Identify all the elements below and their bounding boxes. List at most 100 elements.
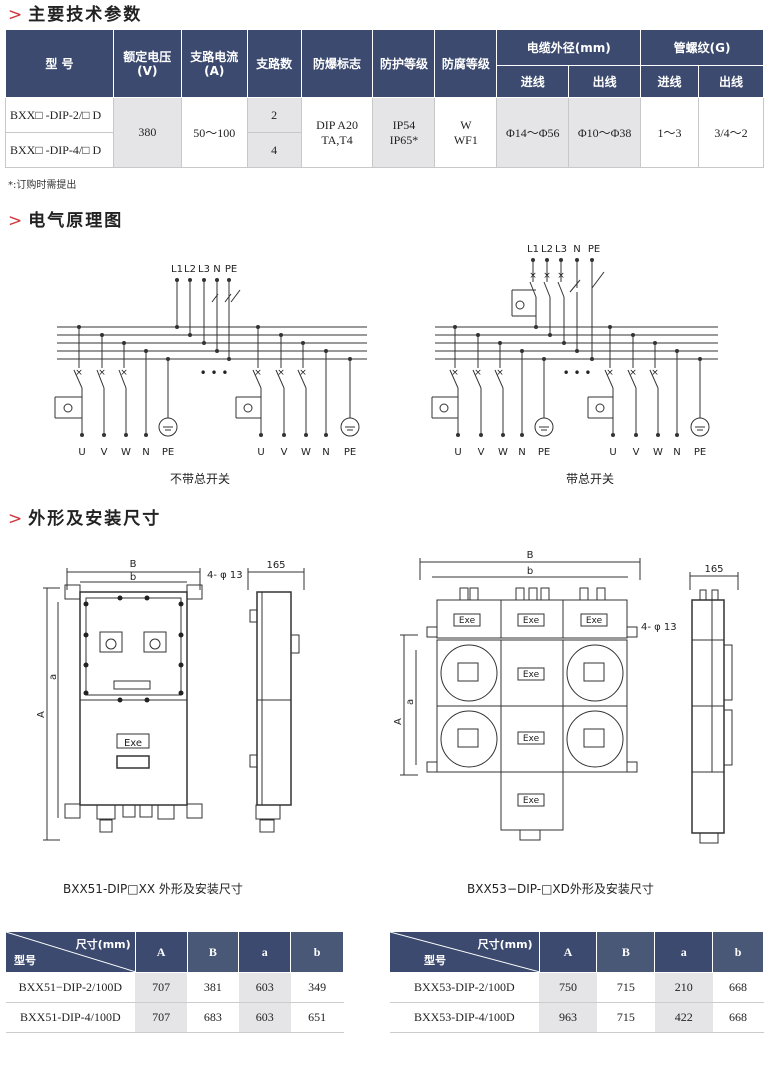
exe-label: Exe: [586, 616, 603, 626]
header-explosion-mark: 防爆标志: [300, 29, 374, 98]
value-cell: 668: [712, 972, 764, 1003]
table-row: BXX51-DIP-4/100D 707 683 603 651: [5, 1002, 344, 1033]
depth-label-left: 165: [266, 560, 285, 571]
chevron-right-icon: >: [8, 509, 25, 529]
mount-holes-label: 4- φ 13: [641, 622, 677, 633]
col-A: A: [538, 931, 598, 973]
header-protection: 防护等级: [372, 29, 436, 98]
header-current: 支路电流(A): [180, 29, 248, 98]
value-cell: 603: [238, 1002, 291, 1033]
branches-cell: 2: [246, 97, 302, 133]
value-cell: 683: [187, 1002, 239, 1033]
terminal-label: PE: [162, 447, 174, 458]
terminal-label: N: [322, 447, 329, 458]
col-B: B: [596, 931, 656, 973]
spec-table: 型 号 额定电压(V) 支路电流(A) 支路数 防爆标志 防护等级 防腐等级 电…: [5, 29, 764, 168]
terminal-label: PE: [694, 447, 706, 458]
dim-label-B: B: [527, 550, 534, 561]
svg-text:×: ×: [451, 368, 459, 378]
bus-label: L2: [541, 244, 553, 255]
exe-label: Exe: [124, 738, 142, 749]
svg-text:×: ×: [496, 368, 504, 378]
dimension-table-bxx51: 尺寸(mm) 型号 A B a b BXX51−DIP-2/100D 707 3…: [5, 931, 344, 1033]
bxx51-front-view: [43, 568, 203, 841]
value-cell: 707: [135, 972, 187, 1003]
terminal-label: W: [498, 447, 508, 458]
svg-text:×: ×: [543, 271, 551, 281]
section-title-schematic: >电气原理图: [8, 211, 124, 231]
svg-text:×: ×: [98, 368, 106, 378]
thread-in-cell: 1～3: [640, 97, 700, 168]
model-cell: BXX53-DIP-4/100D: [389, 1002, 540, 1033]
terminal-label: U: [609, 447, 616, 458]
model-cell: BXX51−DIP-2/100D: [5, 972, 136, 1003]
mount-holes-label: 4- φ 13: [207, 570, 243, 581]
cable-in-cell: Φ14～Φ56: [496, 97, 570, 168]
value-cell: 651: [290, 1002, 344, 1033]
col-b: b: [712, 931, 764, 973]
svg-text:×: ×: [277, 368, 285, 378]
terminal-label: W: [301, 447, 311, 458]
value-cell: 715: [596, 972, 655, 1003]
terminal-label: N: [518, 447, 525, 458]
dim-label-B: B: [130, 559, 137, 570]
dim-label-A: A: [393, 718, 404, 725]
table-row: BXX□ -DIP-4/□ D 4: [5, 132, 764, 168]
terminal-label: U: [454, 447, 461, 458]
bus-label: L1: [527, 244, 539, 255]
col-A: A: [134, 931, 188, 973]
ellipsis-left: • • •: [200, 366, 229, 380]
header-anticorrosion: 防腐等级: [434, 29, 498, 98]
table-row: BXX53-DIP-2/100D 750 715 210 668: [389, 972, 764, 1003]
header-cable-od: 电缆外径(mm): [496, 29, 642, 66]
terminal-label: W: [653, 447, 663, 458]
caption-no-main-switch: 不带总开关: [170, 472, 230, 486]
branches-cell: 4: [246, 132, 302, 168]
svg-text:×: ×: [120, 368, 128, 378]
svg-text:×: ×: [557, 271, 565, 281]
dim-label-b: b: [527, 566, 533, 577]
terminal-label: PE: [344, 447, 356, 458]
bus-label: PE: [588, 244, 600, 255]
header-cable-in: 进线: [496, 65, 570, 98]
ellipsis-right: • • •: [563, 366, 592, 380]
corner-header: 尺寸(mm) 型号: [5, 931, 136, 973]
caption-bxx51-drawing: BXX51-DIP□XX 外形及安装尺寸: [63, 882, 243, 896]
table-row: BXX53-DIP-4/100D 963 715 422 668: [389, 1002, 764, 1033]
bus-label: L3: [198, 264, 210, 275]
bus-label: N: [213, 264, 220, 275]
header-voltage: 额定电压(V): [112, 29, 182, 98]
chevron-right-icon: >: [8, 5, 25, 25]
svg-text:×: ×: [529, 271, 537, 281]
svg-text:×: ×: [75, 368, 83, 378]
voltage-cell: 380: [112, 97, 182, 168]
col-B: B: [186, 931, 240, 973]
model-cell: BXX□ -DIP-2/□ D: [5, 97, 114, 133]
model-cell: BXX□ -DIP-4/□ D: [5, 132, 114, 168]
svg-text:×: ×: [254, 368, 262, 378]
col-a: a: [238, 931, 292, 973]
terminal-label: V: [281, 447, 288, 458]
section-title-dimensions: >外形及安装尺寸: [8, 509, 162, 529]
dim-label-a: a: [48, 674, 59, 680]
value-cell: 381: [187, 972, 239, 1003]
value-cell: 715: [596, 1002, 655, 1033]
section-title-specs: >主要技术参数: [8, 5, 143, 25]
header-thread: 管螺纹(G): [640, 29, 764, 66]
bus-label: L2: [184, 264, 196, 275]
svg-text:×: ×: [651, 368, 659, 378]
switch-marks: ××× ××× ××× ××× ×××: [75, 271, 659, 378]
bus-label: L1: [171, 264, 183, 275]
svg-text:×: ×: [606, 368, 614, 378]
exe-label: Exe: [459, 616, 476, 626]
bus-label: N: [573, 244, 580, 255]
dim-label-a: a: [405, 699, 416, 705]
svg-text:×: ×: [299, 368, 307, 378]
dimension-drawings: B b A a 4- φ 13 Exe 165 Exe: [36, 550, 739, 844]
col-b: b: [290, 931, 344, 973]
exe-label: Exe: [523, 670, 540, 680]
diagonal-line: [6, 932, 136, 972]
